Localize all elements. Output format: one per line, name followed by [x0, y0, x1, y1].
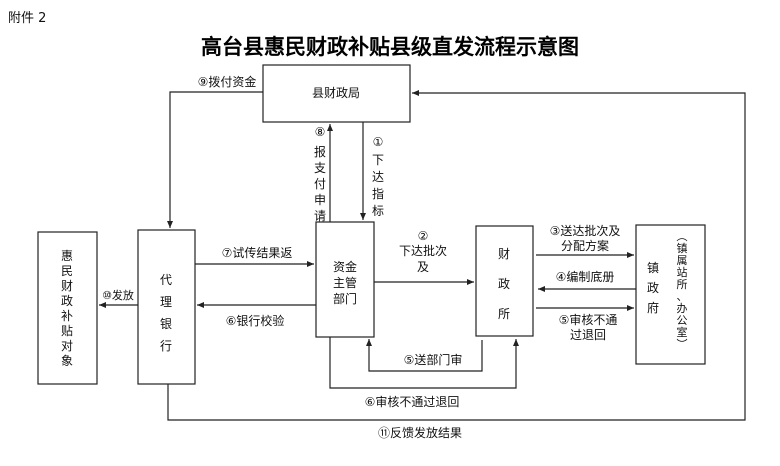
edge-5b: ⑤送部门审 [366, 339, 483, 372]
vertical-char: 镇 [647, 261, 659, 275]
vertical-char: 支 [314, 161, 326, 175]
vertical-char: 理 [160, 295, 172, 309]
vertical-char: 民 [61, 264, 73, 278]
vertical-char: 公 [677, 314, 688, 327]
vertical-char: ︵ [677, 230, 688, 243]
page-title: 高台县惠民财政补贴县级直发流程示意图 [201, 34, 579, 59]
node-finance-office: 财政所 [475, 225, 534, 337]
vertical-char: 部门 [333, 291, 357, 306]
vertical-char: 代 [160, 273, 172, 287]
vertical-char: ︶ [677, 338, 688, 351]
edge-label: ⑥银行校验 [226, 313, 285, 328]
vertical-char: 行 [160, 339, 172, 353]
vertical-char: 政 [647, 281, 659, 295]
vertical-char: 补 [61, 309, 73, 323]
vertical-char: 属 [677, 254, 688, 267]
edge-label: ⑪反馈发放结果 [378, 425, 462, 440]
vertical-char: 达 [372, 170, 384, 184]
vertical-char: 银 [160, 317, 172, 331]
edge-label: ⑧ [315, 125, 326, 139]
vertical-char: 下 [372, 153, 384, 167]
edge-10: ⑩发放 [99, 288, 138, 308]
vertical-char: 所 [677, 278, 688, 291]
vertical-char: 政 [498, 277, 510, 291]
vertical-char: 象 [61, 354, 73, 368]
edge-label: ③送达批次及 [550, 223, 621, 238]
edge-label: ⑥审核不通过退回 [365, 394, 460, 409]
edge-4: ④编制底册 [538, 269, 636, 292]
edge-label: 过退回 [570, 328, 606, 342]
vertical-char: 府 [647, 300, 659, 315]
edge-7: ⑦试传结果返 [195, 245, 314, 267]
vertical-char: 标 [372, 204, 384, 218]
vertical-char: 惠 [61, 249, 73, 263]
vertical-char: 、 [677, 290, 688, 303]
edge-label: 分配方案 [561, 238, 609, 253]
edge-2: ② 下达批次 及 [374, 229, 474, 285]
node-label: 县财政局 [312, 86, 360, 100]
edge-label: ① [373, 135, 384, 149]
attachment-label: 附件 2 [8, 11, 46, 26]
edge-5a: ⑤审核不通 过退回 [536, 305, 634, 342]
edge-label: ④编制底册 [556, 269, 615, 284]
edge-label: ⑩发放 [102, 288, 134, 302]
vertical-char: 付 [314, 177, 326, 191]
edge-6b: ⑥审核不通过退回 [329, 337, 519, 409]
vertical-char: 报 [314, 144, 326, 159]
edge-6a: ⑥银行校验 [197, 302, 316, 328]
vertical-char: 室 [677, 325, 688, 339]
vertical-char: 财 [61, 279, 73, 293]
vertical-char: 站 [677, 265, 688, 279]
vertical-char: 对 [61, 339, 73, 353]
edge-label: 下达批次 [399, 243, 447, 258]
edge-label: ⑤送部门审 [404, 352, 463, 367]
edge-9: ⑨拨付资金 [167, 74, 263, 228]
vertical-char: 主管 [333, 275, 357, 290]
vertical-char: 申 [314, 193, 326, 207]
edge-label: ⑤审核不通 [559, 312, 618, 327]
edge-label: ⑨拨付资金 [198, 74, 257, 89]
vertical-char: 请 [314, 209, 326, 223]
vertical-char: 所 [498, 307, 510, 321]
vertical-char: 资金 [333, 259, 357, 274]
vertical-char: 贴 [61, 324, 73, 338]
vertical-char: 办 [677, 302, 688, 315]
vertical-char: 镇 [677, 241, 688, 255]
vertical-char: 政 [61, 294, 73, 308]
edge-label: ② [418, 229, 429, 243]
vertical-char: 指 [372, 186, 384, 201]
edge-label: 及 [417, 260, 429, 274]
edge-11: ⑪反馈发放结果 [167, 90, 746, 440]
edge-3: ③送达批次及 分配方案 [536, 223, 634, 258]
vertical-char: 财 [498, 247, 510, 261]
node-county-finance: 县财政局 [262, 64, 411, 123]
edge-label: ⑦试传结果返 [222, 245, 293, 260]
